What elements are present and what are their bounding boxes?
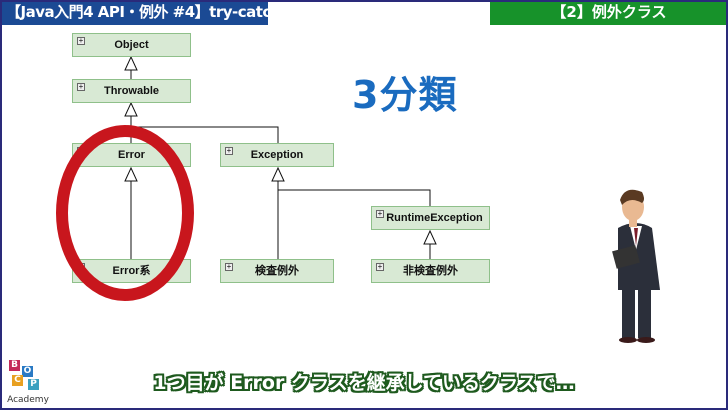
logo-letter: B: [9, 360, 20, 371]
class-throwable[interactable]: + Throwable: [72, 79, 191, 103]
class-label: RuntimeException: [386, 212, 483, 224]
class-exception[interactable]: + Exception: [220, 143, 334, 167]
class-label: 検査例外: [255, 265, 299, 277]
expand-icon[interactable]: +: [376, 209, 384, 218]
class-checked-exception[interactable]: + 検査例外: [220, 259, 334, 283]
expand-icon[interactable]: +: [77, 36, 85, 45]
class-label: 非検査例外: [403, 265, 458, 277]
expand-icon[interactable]: +: [225, 262, 233, 271]
expand-icon[interactable]: +: [77, 82, 85, 91]
class-label: Error: [118, 149, 145, 161]
logo-letter: O: [22, 366, 33, 377]
section-title: 【2】例外クラス: [490, 0, 728, 25]
logo-text: Academy: [7, 395, 49, 405]
headline: 3分類: [352, 73, 458, 117]
class-label: Object: [114, 39, 149, 51]
class-label: Exception: [250, 149, 304, 161]
class-object[interactable]: + Object: [72, 33, 191, 57]
logo-letter: P: [28, 379, 39, 390]
bocp-academy-logo: B O C P Academy: [6, 358, 50, 406]
class-label: Error系: [112, 265, 151, 277]
class-unchecked-exception[interactable]: + 非検査例外: [371, 259, 490, 283]
class-runtime-exception[interactable]: +RuntimeException: [371, 206, 490, 230]
class-label: Throwable: [103, 85, 159, 97]
expand-icon[interactable]: +: [376, 262, 384, 271]
subtitle-caption: 1つ目が Error クラスを継承しているクラスで…: [153, 372, 575, 394]
expand-icon[interactable]: +: [225, 146, 233, 155]
logo-letter: C: [12, 375, 23, 386]
video-title: 【Java入門4 API・例外 #4】try-catch: [0, 0, 282, 25]
